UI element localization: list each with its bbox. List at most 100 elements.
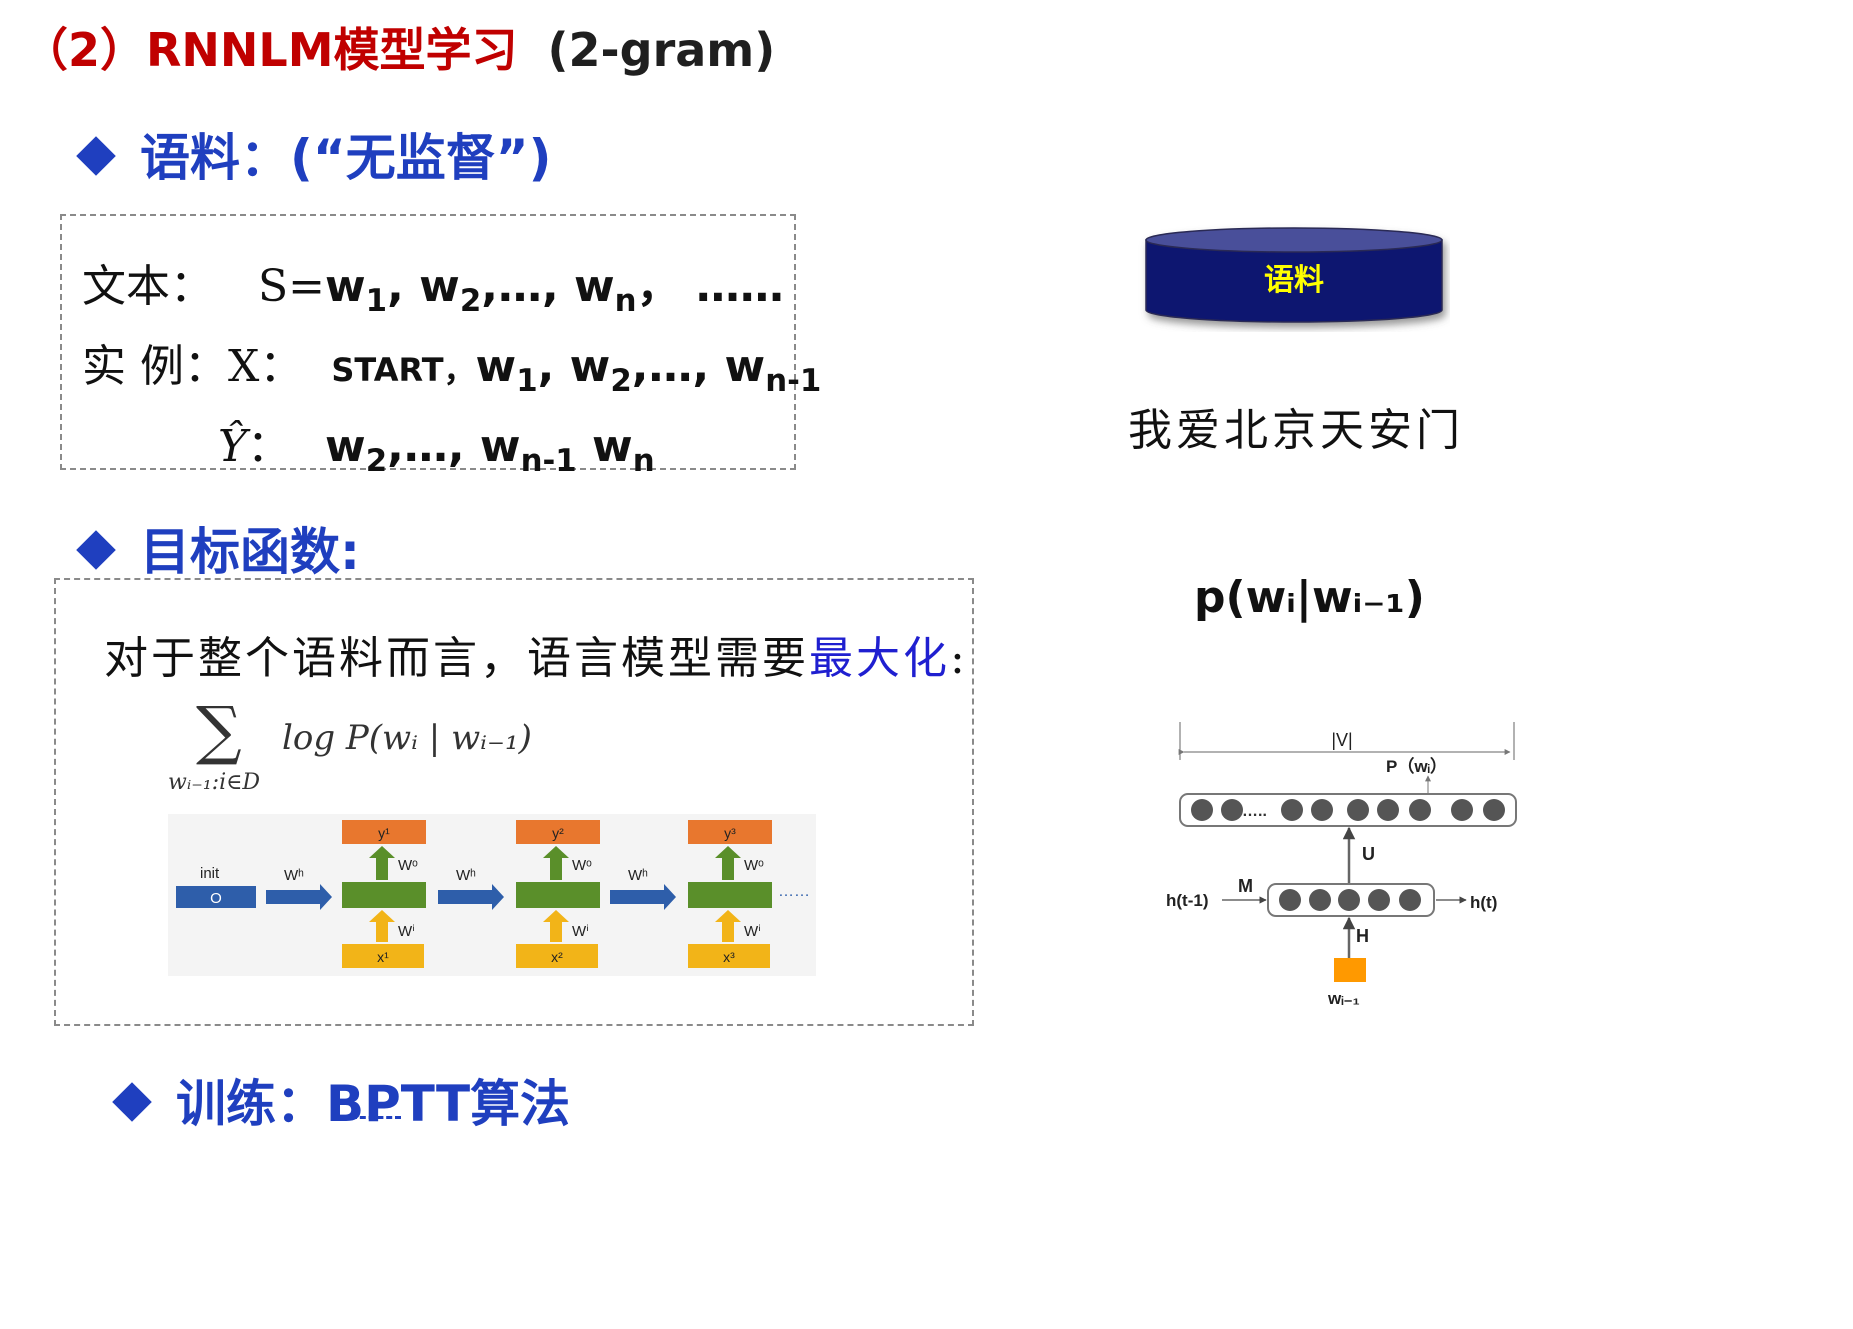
wo-label-2: Wᵒ	[572, 857, 592, 874]
x-w2: w	[569, 341, 611, 392]
h-next-label: h(t)	[1470, 893, 1497, 912]
hidden-node-5	[1399, 889, 1421, 911]
p-wi-label: P（wᵢ）	[1386, 756, 1447, 776]
corpus-label: 语料	[1264, 263, 1324, 298]
wi-label-2: Wⁱ	[572, 923, 589, 940]
init-value: O	[210, 890, 222, 907]
x-w2-sub: 2	[610, 362, 632, 399]
x-dots: ,…,	[631, 341, 710, 392]
output-label-3: y³	[724, 825, 736, 841]
bptt-underline	[351, 1116, 401, 1119]
rnn-unrolled-diagram: init O Wʰy¹WᵒWⁱx¹Wʰy²WᵒWⁱx²Wʰy³WᵒWⁱx³……	[168, 814, 816, 976]
wi-arrow-3	[715, 910, 741, 942]
corpus-box	[60, 214, 796, 470]
x-w1-sub: 1	[516, 362, 538, 399]
objective-box	[54, 578, 974, 1026]
objective-heading-text: 目标函数:	[140, 523, 360, 581]
wo-label-1: Wᵒ	[398, 857, 418, 874]
title-main: （2）RNNLM模型学习	[22, 23, 518, 77]
diamond-bullet-icon	[76, 135, 116, 176]
wh-arrow-3	[610, 884, 676, 910]
output-node-7	[1409, 799, 1431, 821]
objective-sentence-a: 对于整个语料而言，语言模型需要	[104, 633, 809, 684]
output-node-1	[1191, 799, 1213, 821]
corpus-heading-text: 语料：(“无监督”)	[140, 129, 552, 187]
input-block-1	[342, 944, 424, 968]
u-label: U	[1362, 844, 1375, 864]
output-node-6	[1377, 799, 1399, 821]
text-expr-lead: S=	[258, 261, 326, 312]
hidden-nodes	[1279, 889, 1421, 911]
formula-sum: ∑	[196, 694, 242, 768]
wo-arrow-1	[369, 846, 395, 880]
m-label: M	[1238, 876, 1253, 896]
w1-letter: w	[325, 261, 366, 312]
wn-sub: n	[614, 282, 637, 319]
text-dots: ,…,	[481, 261, 559, 312]
wo-label-3: Wᵒ	[744, 857, 764, 874]
rnn-continuation: ……	[778, 883, 810, 900]
x-w1: w	[475, 341, 517, 392]
title-suffix: (2-gram)	[547, 23, 776, 77]
hidden-node-1	[1279, 889, 1301, 911]
output-nodes	[1191, 799, 1505, 821]
rnn-lm-diagram: |V| P（wᵢ） ….. U h(t-1) M h(t) H wᵢ₋₁	[1166, 722, 1517, 1008]
page-title: （2）RNNLM模型学习 (2-gram)	[22, 14, 775, 80]
hidden-node-3	[1338, 889, 1360, 911]
init-label: init	[200, 865, 220, 882]
corpus-cylinder: 语料	[1145, 227, 1443, 323]
wh-label-3: Wʰ	[628, 867, 648, 884]
input-block-3	[688, 944, 770, 968]
training-heading-text: 训练：BPTT算法	[176, 1075, 571, 1133]
w2-sub: 2	[459, 282, 482, 319]
h-prev-label: h(t-1)	[1166, 891, 1208, 910]
output-node-8	[1451, 799, 1473, 821]
y-wn1-sub: n-1	[520, 442, 577, 479]
y-w2-sub: 2	[365, 442, 388, 479]
yhat-symbol: Ŷ	[218, 421, 248, 472]
example-row: 实 例：X： START，w1, w2,…, wn-1	[82, 341, 822, 399]
wo-arrow-3	[715, 846, 741, 880]
formula-body: log P(wᵢ | wᵢ₋₁)	[282, 718, 532, 758]
wh-arrow-2	[438, 884, 504, 910]
hidden-cell-2	[516, 882, 600, 908]
input-word-label: wᵢ₋₁	[1327, 989, 1360, 1008]
hidden-node-2	[1309, 889, 1331, 911]
output-label-1: y¹	[378, 825, 390, 841]
h-label: H	[1356, 926, 1369, 946]
yhat-colon: ：	[247, 421, 292, 472]
diamond-bullet-icon	[76, 529, 116, 570]
start-token: START，	[331, 351, 476, 389]
output-block-1	[342, 820, 426, 844]
formula-sub: wᵢ₋₁:i∈D	[168, 770, 261, 795]
output-node-2	[1221, 799, 1243, 821]
hidden-cell-3	[688, 882, 772, 908]
init-block	[176, 886, 256, 908]
example-sentence: 我爱北京天安门	[1128, 405, 1464, 456]
example-label: 实 例：	[82, 341, 228, 392]
input-label-1: x¹	[377, 949, 389, 965]
output-dots: …..	[1242, 803, 1267, 820]
output-node-3	[1281, 799, 1303, 821]
output-node-4	[1311, 799, 1333, 821]
text-label: 文本：	[82, 261, 214, 312]
vocab-size-label: |V|	[1331, 730, 1352, 750]
w1-sub: 1	[365, 282, 388, 319]
objective-maximize: 最大化	[809, 633, 950, 684]
diamond-bullet-icon	[112, 1081, 152, 1122]
y-w2: w	[325, 421, 366, 472]
hidden-node-4	[1368, 889, 1390, 911]
yhat-row: Ŷ： w2,…, wn-1 wn	[218, 410, 655, 479]
y-wn: w	[592, 421, 633, 472]
y-dots: ,…,	[387, 421, 465, 472]
input-label-3: x³	[723, 949, 735, 965]
wh-arrow-1	[266, 884, 332, 910]
wo-arrow-2	[543, 846, 569, 880]
output-node-9	[1483, 799, 1505, 821]
section-corpus-heading: 语料：(“无监督”)	[76, 118, 552, 190]
output-block-2	[516, 820, 600, 844]
text-row: 文本： S=w1, w2,…, wn， ……	[82, 261, 784, 319]
section-training-heading: 训练：BPTT算法	[112, 1064, 571, 1136]
wh-label-2: Wʰ	[456, 867, 476, 884]
text-tail: ， ……	[636, 261, 784, 312]
